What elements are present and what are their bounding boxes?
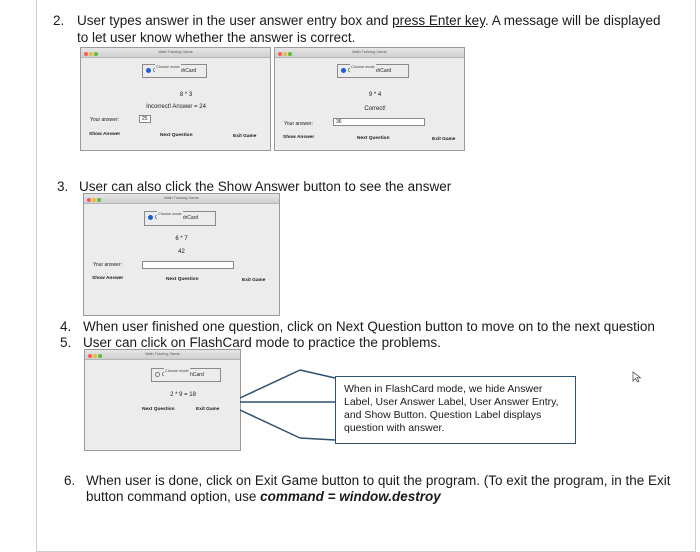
result-message: Incorrect! Answer = 24 — [146, 104, 206, 110]
press-enter-link[interactable]: press Enter key — [392, 13, 485, 28]
connector-line-bottom — [239, 409, 301, 439]
quiz-radio-icon[interactable] — [155, 372, 160, 378]
step-2-text-end: . A message will be displayed — [484, 13, 661, 28]
title-bar: Math Tutoring Game — [85, 350, 240, 360]
mode-legend: Choose mode — [155, 61, 181, 73]
flashcard-label[interactable]: FlashCard — [173, 68, 197, 74]
close-icon[interactable] — [87, 197, 91, 202]
mode-legend: Choose mode — [164, 365, 190, 377]
next-question-button[interactable]: Next Question — [166, 277, 199, 282]
close-icon[interactable] — [88, 353, 92, 358]
app-window-correct: Math Tutoring Game Choose mode Quiz Flas… — [274, 47, 465, 151]
answer-entry[interactable]: 36 — [333, 118, 425, 126]
mode-legend: Choose mode — [157, 208, 183, 221]
step-2-text: User types answer in the user answer ent… — [77, 13, 393, 28]
zoom-icon[interactable] — [288, 51, 292, 56]
window-controls[interactable] — [88, 353, 103, 362]
answer-label: Your answer: — [90, 117, 119, 123]
mode-selector: Choose mode Quiz FlashCard — [142, 61, 207, 78]
mode-selector: Choose mode Quiz FlashCard — [337, 61, 409, 78]
window-title: Math Tutoring Game — [145, 352, 180, 356]
minimize-icon[interactable] — [92, 197, 96, 202]
minimize-icon[interactable] — [283, 51, 287, 56]
zoom-icon[interactable] — [97, 197, 101, 202]
quiz-radio-icon[interactable] — [148, 215, 153, 221]
exit-game-button[interactable]: Exit Game — [196, 407, 220, 412]
answer-entry[interactable]: 25 — [139, 115, 151, 123]
show-answer-button[interactable]: Show Answer — [89, 132, 121, 137]
step-4-text: When user finished one question, click o… — [83, 319, 655, 334]
title-bar: Math Tutoring Game — [81, 48, 270, 58]
window-title: Math Tutoring Game — [158, 50, 193, 54]
close-icon[interactable] — [278, 51, 282, 56]
connector-line-bottom-end — [299, 437, 336, 441]
flashcard-label[interactable]: FlashCard — [180, 372, 204, 378]
answer-entry[interactable] — [142, 261, 234, 269]
show-answer-button[interactable]: Show Answer — [283, 135, 315, 140]
next-question-button[interactable]: Next Question — [142, 407, 175, 412]
app-window-show-answer: Math Tutoring Game Choose mode Quiz Flas… — [83, 193, 280, 316]
next-question-button[interactable]: Next Question — [357, 136, 390, 141]
flashcard-label[interactable]: FlashCard — [175, 215, 199, 221]
question-label: 2 * 9 = 18 — [170, 392, 196, 398]
window-controls[interactable] — [87, 197, 102, 206]
next-question-button[interactable]: Next Question — [160, 133, 193, 138]
title-bar: Math Tutoring Game — [275, 48, 464, 58]
show-answer-button[interactable]: Show Answer — [92, 276, 124, 281]
exit-game-button[interactable]: Exit Game — [432, 137, 456, 142]
window-title: Math Tutoring Game — [352, 50, 387, 54]
minimize-icon[interactable] — [93, 353, 97, 358]
title-bar: Math Tutoring Game — [84, 194, 279, 204]
step-3-number: 3. — [57, 179, 69, 194]
step-4-number: 4. — [60, 319, 72, 334]
step-5-text: User can click on FlashCard mode to prac… — [83, 335, 441, 350]
question-label: 6 * 7 — [175, 236, 188, 242]
step-2-number: 2. — [53, 13, 65, 28]
step-2-line-2: to let user know whether the answer is c… — [77, 30, 356, 45]
connector-line-top — [239, 369, 301, 399]
step-5-number: 5. — [60, 335, 72, 350]
answer-label: Your answer: — [93, 262, 122, 268]
step-3-text: User can also click the Show Answer butt… — [79, 179, 452, 194]
mode-legend: Choose mode — [350, 61, 376, 73]
close-icon[interactable] — [84, 51, 88, 56]
mode-selector: Choose mode Quiz FlashCard — [144, 208, 216, 226]
flashcard-callout: When in FlashCard mode, we hide Answer L… — [335, 376, 576, 444]
mode-selector: Choose mode Quiz FlashCard — [151, 365, 221, 382]
quiz-radio-icon[interactable] — [146, 68, 151, 74]
question-label: 8 * 3 — [179, 92, 193, 98]
window-controls[interactable] — [84, 51, 99, 60]
exit-game-button[interactable]: Exit Game — [233, 134, 257, 139]
window-title: Math Tutoring Game — [164, 196, 199, 200]
exit-game-button[interactable]: Exit Game — [242, 278, 266, 283]
app-window-flashcard: Math Tutoring Game Choose mode Quiz Flas… — [84, 349, 241, 451]
step-2-line-1: User types answer in the user answer ent… — [77, 13, 677, 29]
answer-display: 42 — [178, 249, 185, 255]
step-6-line-2: button command option, use command = win… — [86, 489, 441, 505]
quiz-radio-icon[interactable] — [341, 68, 346, 74]
question-label: 9 * 4 — [368, 92, 382, 98]
window-controls[interactable] — [278, 51, 293, 60]
step-6-number: 6. — [64, 473, 76, 488]
result-message: Correct! — [364, 106, 386, 112]
zoom-icon[interactable] — [98, 353, 102, 358]
connector-line-top-end — [299, 369, 336, 379]
step-6-text: button command option, use — [86, 489, 261, 504]
exit-command-code: command = window.destroy — [260, 489, 441, 504]
app-window-incorrect: Math Tutoring Game Choose mode Quiz Flas… — [80, 47, 271, 151]
flashcard-label[interactable]: FlashCard — [368, 68, 392, 74]
zoom-icon[interactable] — [94, 51, 98, 56]
step-6-line-1: When user is done, click on Exit Game bu… — [86, 473, 671, 488]
cursor-icon — [632, 371, 642, 383]
minimize-icon[interactable] — [89, 51, 93, 56]
answer-label: Your answer: — [284, 121, 313, 127]
